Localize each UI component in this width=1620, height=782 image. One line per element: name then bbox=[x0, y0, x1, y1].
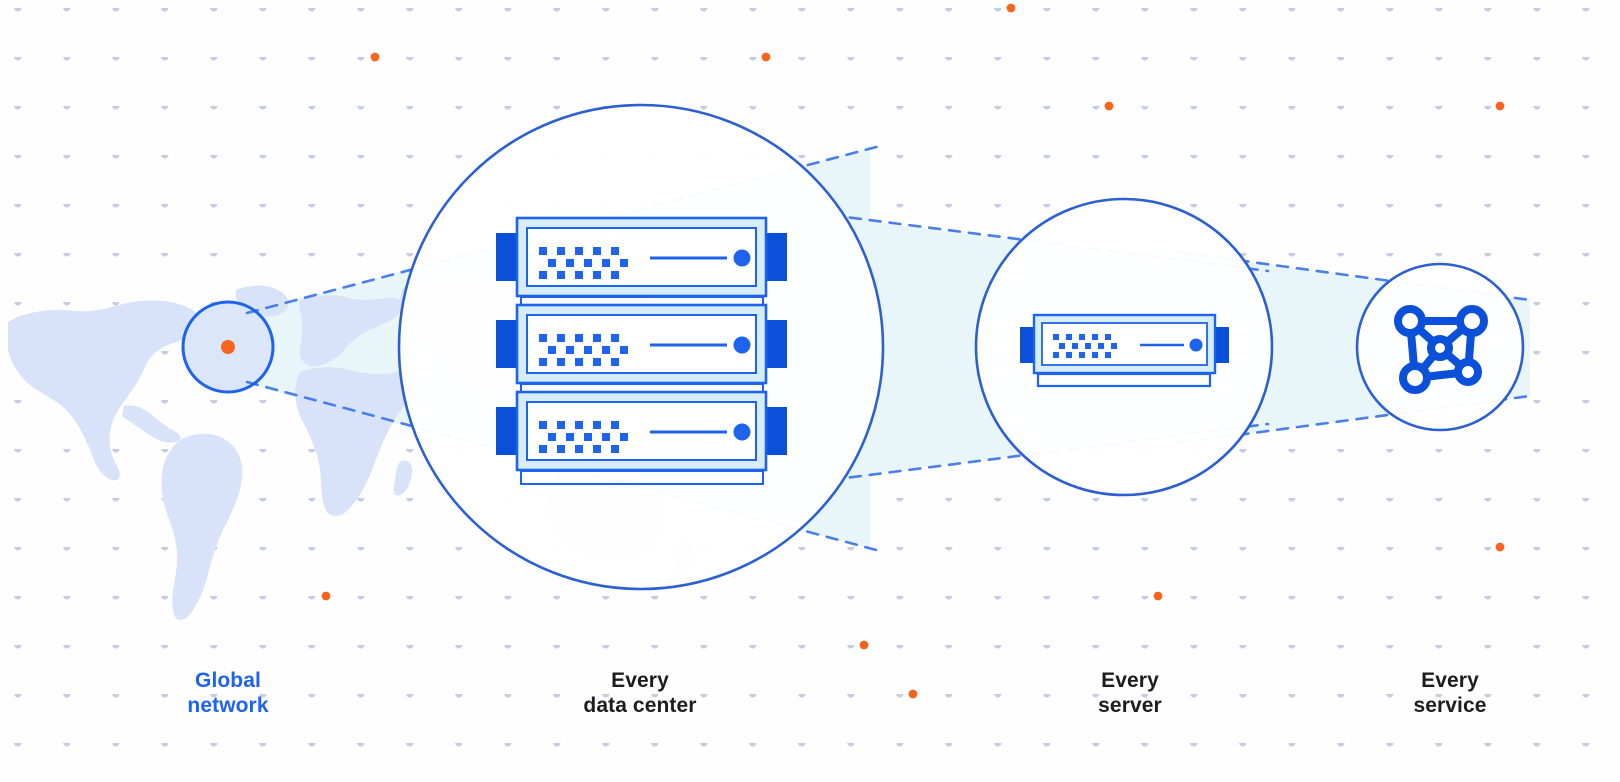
highlight-dot bbox=[859, 640, 869, 650]
server-led-dots bbox=[539, 421, 628, 453]
mesh-node bbox=[1456, 305, 1488, 337]
mesh-node bbox=[1427, 335, 1453, 361]
mesh-node bbox=[1399, 362, 1431, 394]
highlight-dot bbox=[1104, 101, 1114, 111]
stage-label-global-network: Global network bbox=[187, 669, 269, 717]
server-rack-icon bbox=[496, 216, 787, 485]
stage-label-every-server: Every server bbox=[1098, 669, 1162, 717]
mesh-node bbox=[1454, 358, 1482, 386]
mesh-node bbox=[1394, 305, 1426, 337]
server-led-dots bbox=[539, 334, 628, 366]
global-network-marker bbox=[221, 340, 235, 354]
server-status-led bbox=[733, 249, 751, 267]
highlight-dot bbox=[321, 591, 331, 601]
highlight-dot bbox=[908, 689, 918, 699]
highlight-dot bbox=[1006, 3, 1016, 13]
server-led-dots bbox=[539, 247, 628, 279]
server-status-led bbox=[733, 336, 751, 354]
highlight-dot bbox=[1153, 591, 1163, 601]
global-network-circle bbox=[181, 300, 275, 394]
network-mesh-nodes bbox=[1394, 305, 1488, 394]
highlight-dot bbox=[1495, 101, 1505, 111]
highlight-dot bbox=[370, 52, 380, 62]
stage-label-every-data-center: Every data center bbox=[583, 669, 697, 717]
server-unit bbox=[496, 390, 787, 485]
server-led-dots bbox=[1053, 334, 1117, 358]
server-unit bbox=[496, 303, 787, 397]
server-status-led bbox=[1189, 338, 1203, 352]
server-unit bbox=[496, 216, 787, 310]
dot-grid-highlights bbox=[321, 3, 1505, 699]
rack-base-plate bbox=[520, 470, 764, 485]
single-server-icon bbox=[1020, 313, 1229, 388]
highlight-dot bbox=[1495, 542, 1505, 552]
highlight-dot bbox=[761, 52, 771, 62]
server-status-led bbox=[733, 423, 751, 441]
stage-label-every-service: Every service bbox=[1413, 669, 1487, 717]
server-base-plate bbox=[1036, 372, 1212, 388]
